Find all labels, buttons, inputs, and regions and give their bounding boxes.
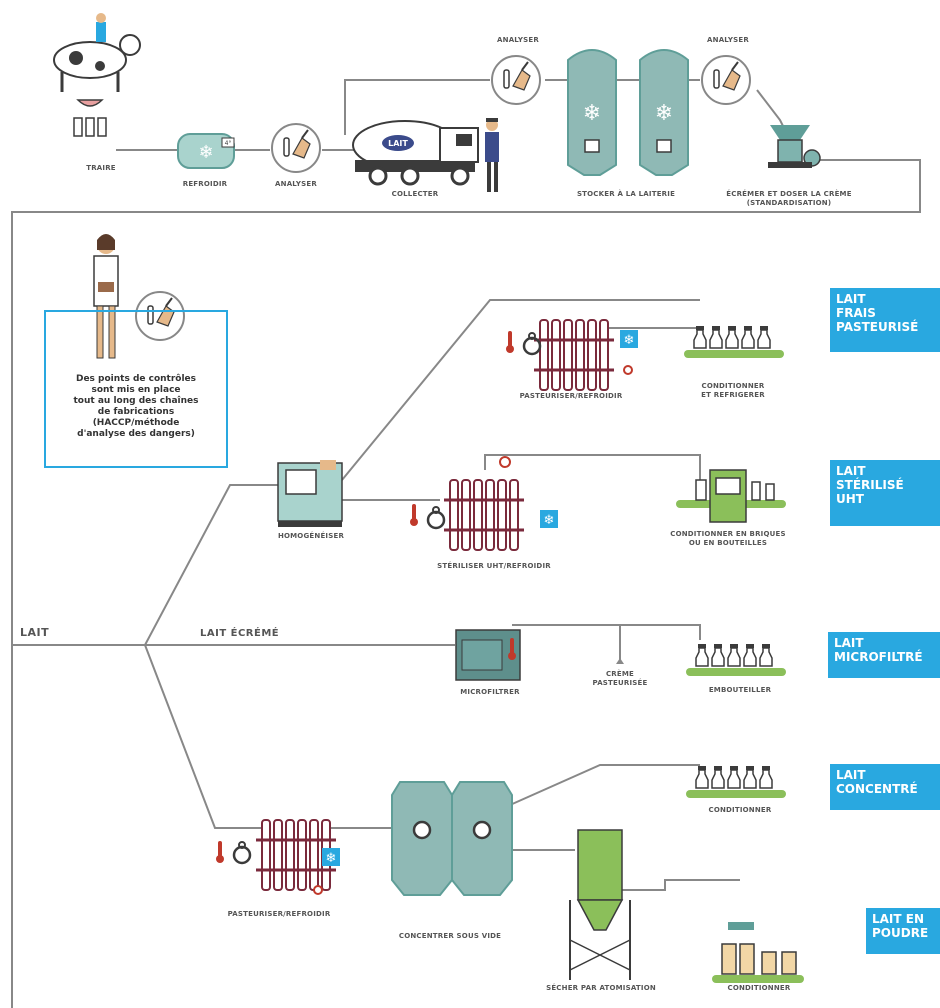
label-concentrer: CONCENTRER SOUS VIDE (398, 932, 502, 940)
label-creme-pasteurisee: CRÈME PASTEURISÉE (592, 670, 648, 687)
conveyor-bottles-3 (686, 765, 786, 798)
cream-arrow-icon (616, 658, 624, 664)
product-lait-concentre: LAIT CONCENTRÉ (830, 764, 940, 810)
product-lait-microfiltre: LAIT MICROFILTRÉ (828, 632, 940, 678)
label-ecremer: ÉCRÉMER ET DOSER LA CRÈME (STANDARDISATI… (726, 190, 852, 207)
label-collecter: COLLECTER (391, 190, 439, 198)
cow-farmer-icon (53, 13, 141, 137)
evaporator-2 (451, 781, 513, 896)
haccp-callout-text: Des points de contrôles sont mis en plac… (73, 374, 199, 439)
label-homogeneiser: HOMOGÉNÉISER (277, 532, 345, 540)
svg-text:❄: ❄ (583, 101, 601, 126)
label-embouteiller: EMBOUTEILLER (708, 686, 772, 694)
branch-lait: LAIT (20, 626, 50, 639)
label-analyser-3: ANALYSER (707, 36, 749, 44)
label-steriliser: STÉRILISER UHT/REFROIDIR (437, 562, 551, 570)
product-lait-frais: LAIT FRAIS PASTEURISÉ (830, 288, 940, 352)
svg-text:❄: ❄ (198, 142, 213, 163)
driver-icon (485, 118, 499, 192)
pipes (11, 79, 921, 1008)
separator-icon (768, 125, 821, 168)
powder-packaging (712, 922, 804, 983)
product-lait-poudre: LAIT EN POUDRE (866, 908, 940, 954)
conveyor-bottles-2 (686, 643, 786, 676)
label-conditionner-refrigerer: CONDITIONNER ET REFRIGERER (701, 382, 765, 399)
lab-technician-icon (93, 234, 119, 359)
label-stocker: STOCKER À LA LAITERIE (576, 190, 676, 198)
label-secher: SÉCHER PAR ATOMISATION (546, 984, 656, 992)
evaporator-1 (391, 781, 453, 896)
label-analyser-1: ANALYSER (275, 180, 317, 188)
label-pasteuriser-1: PASTEURISER/REFROIDIR (519, 392, 623, 400)
label-conditionner-1: CONDITIONNER (708, 806, 772, 814)
milk-truck-icon: LAIT (352, 120, 479, 186)
steriliser-machine (410, 456, 558, 552)
label-conditionner-briques: CONDITIONNER EN BRIQUES OU EN BOUTEILLES (670, 530, 786, 547)
spray-dryer (569, 829, 631, 980)
pasteuriser-2 (216, 818, 340, 895)
label-refroidir: REFROIDIR (182, 180, 228, 188)
storage-silo-1: ❄ (567, 49, 617, 176)
tank-temperature: 4° (225, 140, 232, 147)
microfilter-machine (455, 629, 521, 681)
product-lait-sterilise: LAIT STÉRILISÉ UHT (830, 460, 940, 526)
branch-lait-ecreme: LAIT ÉCRÉMÉ (200, 628, 280, 639)
storage-silo-2: ❄ (639, 49, 689, 176)
label-analyser-2: ANALYSER (497, 36, 539, 44)
truck-label: LAIT (388, 139, 408, 148)
homogeniser-machine (277, 460, 343, 527)
pasteuriser-1 (506, 318, 638, 392)
label-conditionner-2: CONDITIONNER (727, 984, 791, 992)
label-pasteuriser-2: PASTEURISER/REFROIDIR (227, 910, 331, 918)
analyse-icon-3 (701, 55, 751, 105)
cooling-tank-icon: ❄ 4° (177, 133, 235, 169)
label-traire: TRAIRE (86, 164, 116, 172)
label-microfiltrer: MICROFILTRER (460, 688, 520, 696)
haccp-callout-box (44, 310, 228, 468)
svg-text:❄: ❄ (655, 101, 673, 126)
carton-filler-machine (676, 469, 786, 523)
analyse-icon-1 (271, 123, 321, 173)
conveyor-bottles-1 (684, 325, 784, 358)
analyse-icon-2 (491, 55, 541, 105)
